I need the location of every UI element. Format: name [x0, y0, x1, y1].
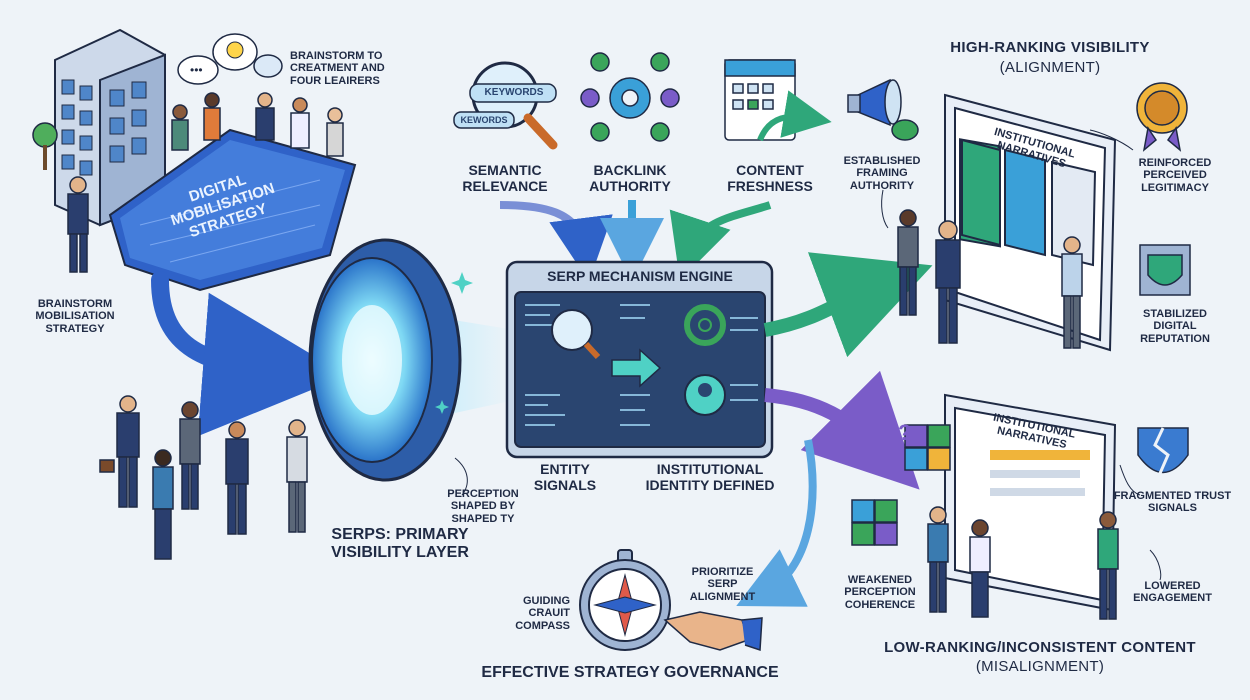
- presenter-left: [67, 176, 89, 273]
- fragmented-trust-label: Fragmented trust signals: [1113, 490, 1232, 515]
- puzzle-icon: [851, 424, 951, 546]
- blueprint-to-serps-arrow: [151, 271, 347, 437]
- weakened-perception-label: Weakened perception coherence: [844, 574, 916, 611]
- perception-label: Perception shaped by shaped TY: [447, 488, 519, 525]
- serp-portal: [308, 238, 462, 482]
- network-gear-icon: [580, 52, 680, 142]
- question-mark-icon: ?: [898, 420, 911, 445]
- pointing-hand-icon: [663, 611, 763, 652]
- low-presenters: [927, 506, 1119, 620]
- engine-title: SERP Mechanism Engine: [547, 268, 733, 284]
- high-ranking-title: High-Ranking Visibility: [950, 39, 1150, 56]
- megaphone-icon: [847, 78, 919, 141]
- governance-title: Effective Strategy Governance: [481, 664, 779, 681]
- blueprint-scroll: [108, 128, 357, 292]
- backlink-authority-label: Backlink Authority: [589, 162, 671, 194]
- office-building-icon: [32, 28, 166, 227]
- serp-engine-panel: [505, 260, 774, 459]
- castle-shield-icon: [1139, 244, 1191, 296]
- engine-to-high-arrow: [763, 252, 933, 358]
- low-ranking-subtitle: (Misalignment): [975, 658, 1105, 675]
- magnifier-keywords-icon: [453, 61, 558, 150]
- gavel-badge-icon: [1136, 82, 1188, 152]
- guiding-compass-label: Guiding crauit compass: [515, 595, 570, 632]
- brainstorm-left-label: Brainstorm mobilisation strategy: [35, 298, 115, 335]
- high-presenters: [897, 209, 1083, 349]
- entity-signals-label: Entity Signals: [533, 461, 597, 493]
- established-framing-label: Established framing authority: [843, 155, 921, 192]
- calendar-icon: [724, 59, 832, 142]
- low-ranking-title: Low-Ranking/Inconsistent Content: [884, 639, 1196, 656]
- serps-label: SERPs: Primary Visibility Layer: [331, 526, 469, 561]
- keywords-tag-top: Keywords: [484, 87, 544, 98]
- keywords-tag-bottom: Kewords: [460, 115, 508, 125]
- svg-text:•••: •••: [190, 63, 203, 77]
- lowered-engagement-label: Lowered engagement: [1133, 580, 1212, 605]
- high-ranking-subtitle: (Alignment): [999, 59, 1101, 76]
- institutional-identity-label: Institutional Identity Defined: [645, 461, 775, 493]
- broken-shield-icon: [1137, 427, 1189, 479]
- idea-bubble-icon: •••: [177, 33, 283, 85]
- engine-to-governance-arrow: [736, 439, 817, 607]
- stakeholder-group: [99, 395, 308, 560]
- sparkle-icon: [435, 272, 473, 414]
- stabilized-reputation-label: Stabilized digital reputation: [1140, 308, 1210, 345]
- content-freshness-label: Content Freshness: [727, 162, 813, 194]
- engine-to-low-arrow: [764, 370, 920, 490]
- compass-icon: [579, 549, 671, 651]
- prioritize-alignment-label: Prioritize SERP alignment: [689, 566, 756, 603]
- reinforced-legitimacy-label: Reinforced perceived legitimacy: [1138, 157, 1212, 194]
- semantic-relevance-label: Semantic Relevance: [462, 162, 548, 194]
- team-group-top: [171, 92, 344, 157]
- brainstorm-top-label: Brainstorm to creatment and four leairer…: [290, 50, 385, 87]
